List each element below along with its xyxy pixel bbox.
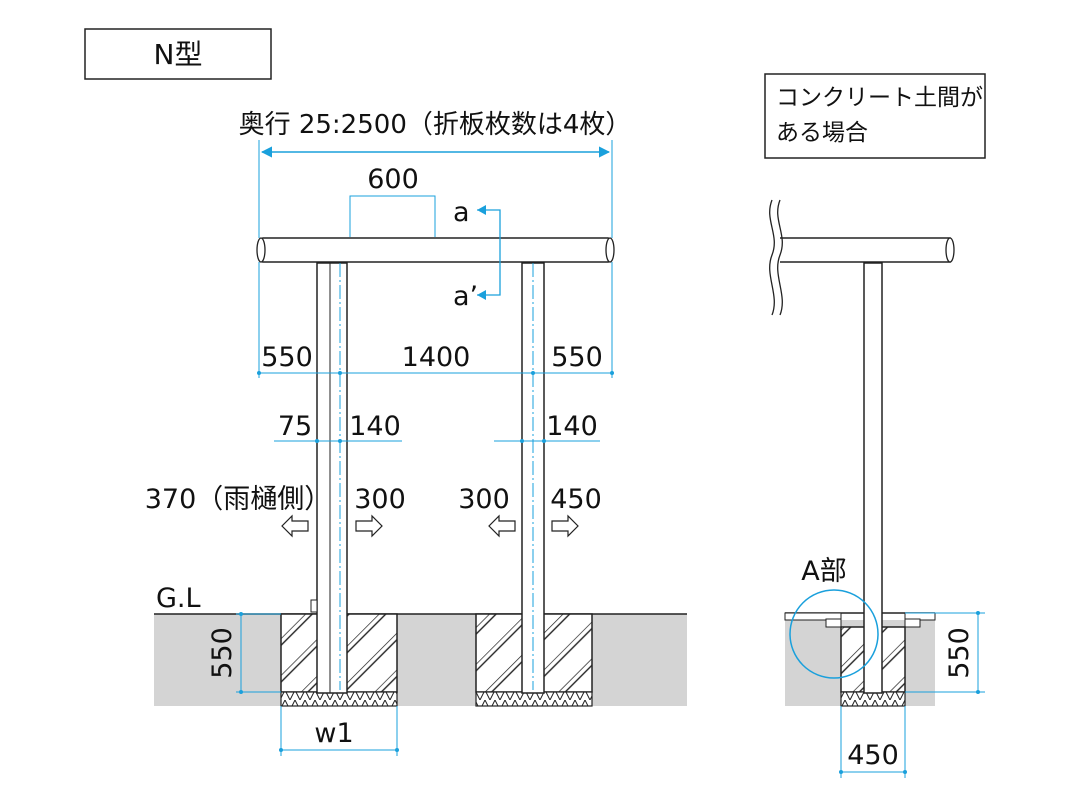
dim-600: 600 — [349, 164, 436, 237]
arrow-left-icon — [281, 514, 309, 538]
beam-left — [256, 237, 615, 263]
dim-600-label: 600 — [367, 164, 419, 195]
post-concrete — [863, 262, 883, 694]
title-box: N型 — [84, 28, 272, 80]
note-line-1: コンクリート土間が — [776, 85, 983, 111]
beam-concrete — [769, 199, 955, 316]
post-left — [310, 262, 348, 694]
width-450: 450 — [839, 706, 907, 778]
depth-label: 奥行 25:2500（折板枚数は4枚） — [239, 110, 632, 140]
span-550-left: 550 — [261, 342, 313, 373]
section-a-prime: a’ — [453, 281, 478, 312]
post-right — [521, 262, 545, 694]
title-text: N型 — [154, 38, 203, 71]
section-a: a — [453, 197, 470, 228]
post-offset-dimension: 75 140 140 — [274, 411, 600, 443]
depth-dimension: 奥行 25:2500（折板枚数は4枚） — [239, 110, 632, 238]
depth-550-left-label: 550 — [207, 627, 238, 679]
dim-300-left: 300 — [354, 484, 406, 515]
arrow-right-icon — [551, 514, 579, 538]
span-550-right: 550 — [551, 342, 603, 373]
a-part-label: A部 — [801, 556, 846, 587]
ground-left — [154, 613, 687, 706]
dim-450-top: 450 — [550, 484, 602, 515]
ground-level: G.L — [156, 583, 201, 614]
dim-75: 75 — [278, 411, 312, 442]
gl-label: G.L — [156, 583, 201, 614]
width-w1: w1 — [279, 706, 399, 756]
detail-a-circle: A部 — [789, 556, 879, 679]
width-450-label: 450 — [847, 740, 899, 771]
dim-140-left: 140 — [349, 411, 401, 442]
span-1400: 1400 — [402, 342, 471, 373]
dim-140-right: 140 — [546, 411, 598, 442]
arrow-right-icon — [355, 514, 383, 538]
arrow-left-icon — [488, 514, 516, 538]
depth-550-right: 550 — [905, 611, 985, 694]
section-mark: a a’ — [453, 197, 501, 312]
depth-550-left: 550 — [207, 612, 281, 694]
span-dimension: 550 1400 550 — [257, 262, 614, 378]
extension-dimensions: 370（雨樋側） 300 300 450 — [145, 484, 602, 538]
w1-label: w1 — [314, 718, 353, 749]
dim-370: 370（雨樋側） — [145, 484, 332, 515]
note-line-2: ある場合 — [776, 120, 868, 146]
dim-300-right: 300 — [458, 484, 510, 515]
note-box: コンクリート土間が ある場合 — [764, 73, 986, 159]
depth-550-right-label: 550 — [944, 627, 975, 679]
